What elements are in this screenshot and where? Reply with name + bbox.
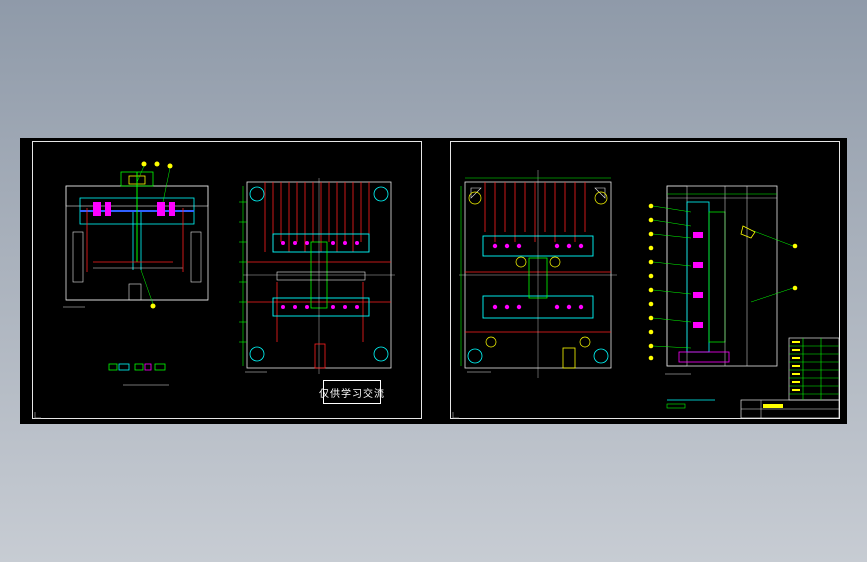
- side-section-view: [63, 161, 209, 309]
- cavity-plate-plan-view: [459, 170, 617, 378]
- sheet-2-graphics: [452, 170, 840, 419]
- cad-viewport[interactable]: 仅供学习交流: [20, 138, 847, 424]
- core-plate-plan-view: [239, 178, 395, 374]
- sheet-1-corner-mark: [34, 412, 41, 419]
- drawing-notes: [666, 399, 715, 409]
- sheet-2-corner-mark: [452, 412, 459, 419]
- drawing-sheet-1: 仅供学习交流: [32, 141, 422, 419]
- watermark-stamp: 仅供学习交流: [319, 380, 384, 404]
- title-block: [740, 337, 840, 419]
- sheet-1-graphics: [34, 161, 395, 419]
- drawing-sheet-2: [450, 141, 840, 419]
- cross-section-view: [648, 185, 798, 375]
- small-part-sketches: [108, 363, 169, 386]
